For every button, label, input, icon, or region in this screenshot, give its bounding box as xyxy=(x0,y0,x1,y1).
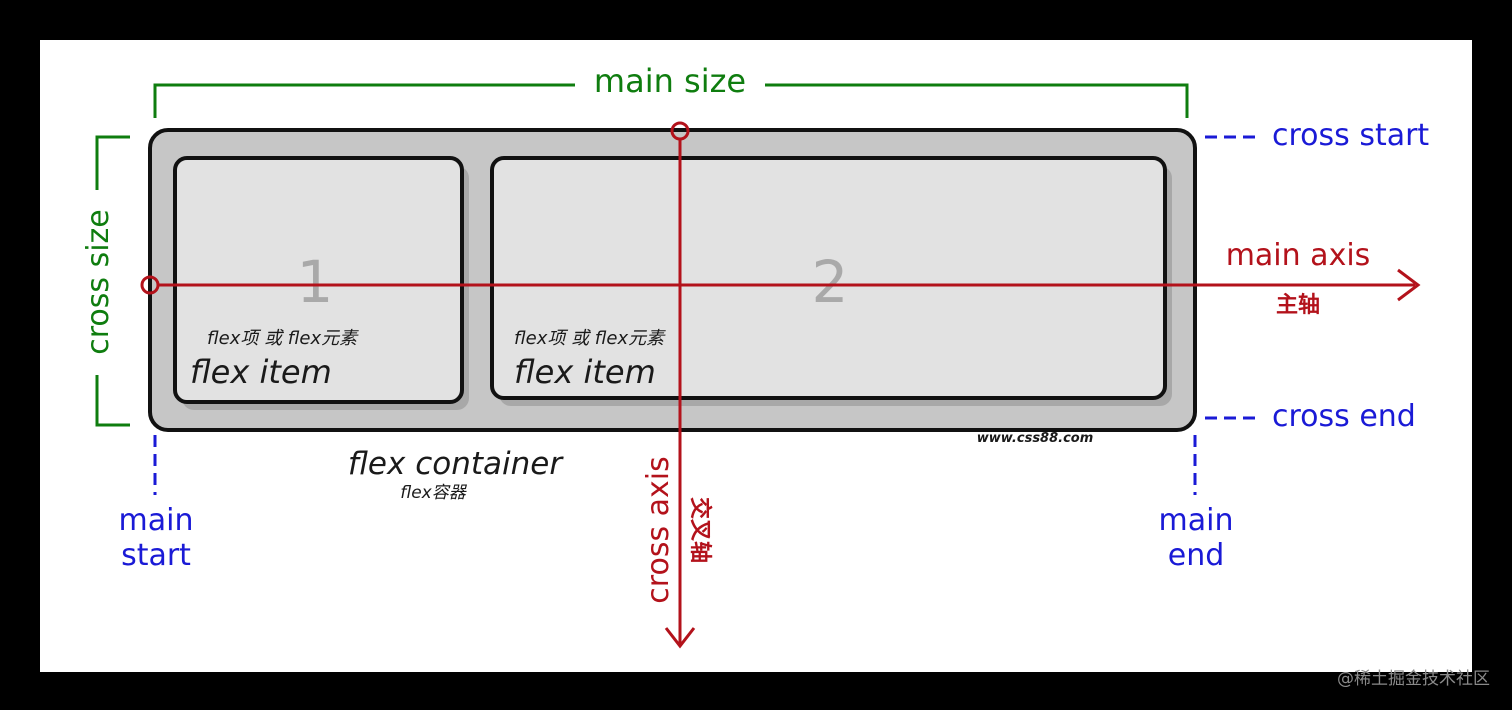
item-label: flex item xyxy=(514,353,656,391)
item-label: flex item xyxy=(190,353,332,391)
cross-axis-label: cross axis xyxy=(641,456,676,603)
cross-axis-label-cn: 交叉轴 xyxy=(687,497,713,563)
item-label-cn: flex项 或 flex元素 xyxy=(207,328,359,349)
cross-size-bracket xyxy=(95,135,130,427)
main-end-label-2: end xyxy=(1168,538,1225,573)
cross-axis-arrow xyxy=(664,121,696,649)
flex-item-2: 2 flex项 或 flex元素 flex item xyxy=(490,156,1172,406)
main-axis-arrow xyxy=(140,268,1421,302)
item-number: 2 xyxy=(812,248,849,316)
site-credit: www.css88.com xyxy=(977,431,1094,446)
flex-item-1: 1 flex项 或 flex元素 flex item xyxy=(173,156,469,410)
main-start-label-2: start xyxy=(121,538,191,573)
cross-end-label: cross end xyxy=(1272,399,1416,434)
main-axis-label-cn: 主轴 xyxy=(1276,292,1320,318)
cross-size-label: cross size xyxy=(81,209,116,355)
main-axis-label: main axis xyxy=(1226,238,1371,273)
main-size-label: main size xyxy=(594,62,746,100)
main-size-bracket xyxy=(153,83,1189,118)
main-start-label-1: main xyxy=(119,503,194,538)
item-label-cn: flex项 或 flex元素 xyxy=(514,328,666,349)
flex-container-label: flex container xyxy=(348,446,564,482)
cross-start-label: cross start xyxy=(1272,118,1429,153)
item-number: 1 xyxy=(297,248,334,316)
watermark: @稀土掘金技术社区 xyxy=(1337,669,1490,689)
flex-container-label-cn: flex容器 xyxy=(400,483,468,503)
main-end-label-1: main xyxy=(1159,503,1234,538)
